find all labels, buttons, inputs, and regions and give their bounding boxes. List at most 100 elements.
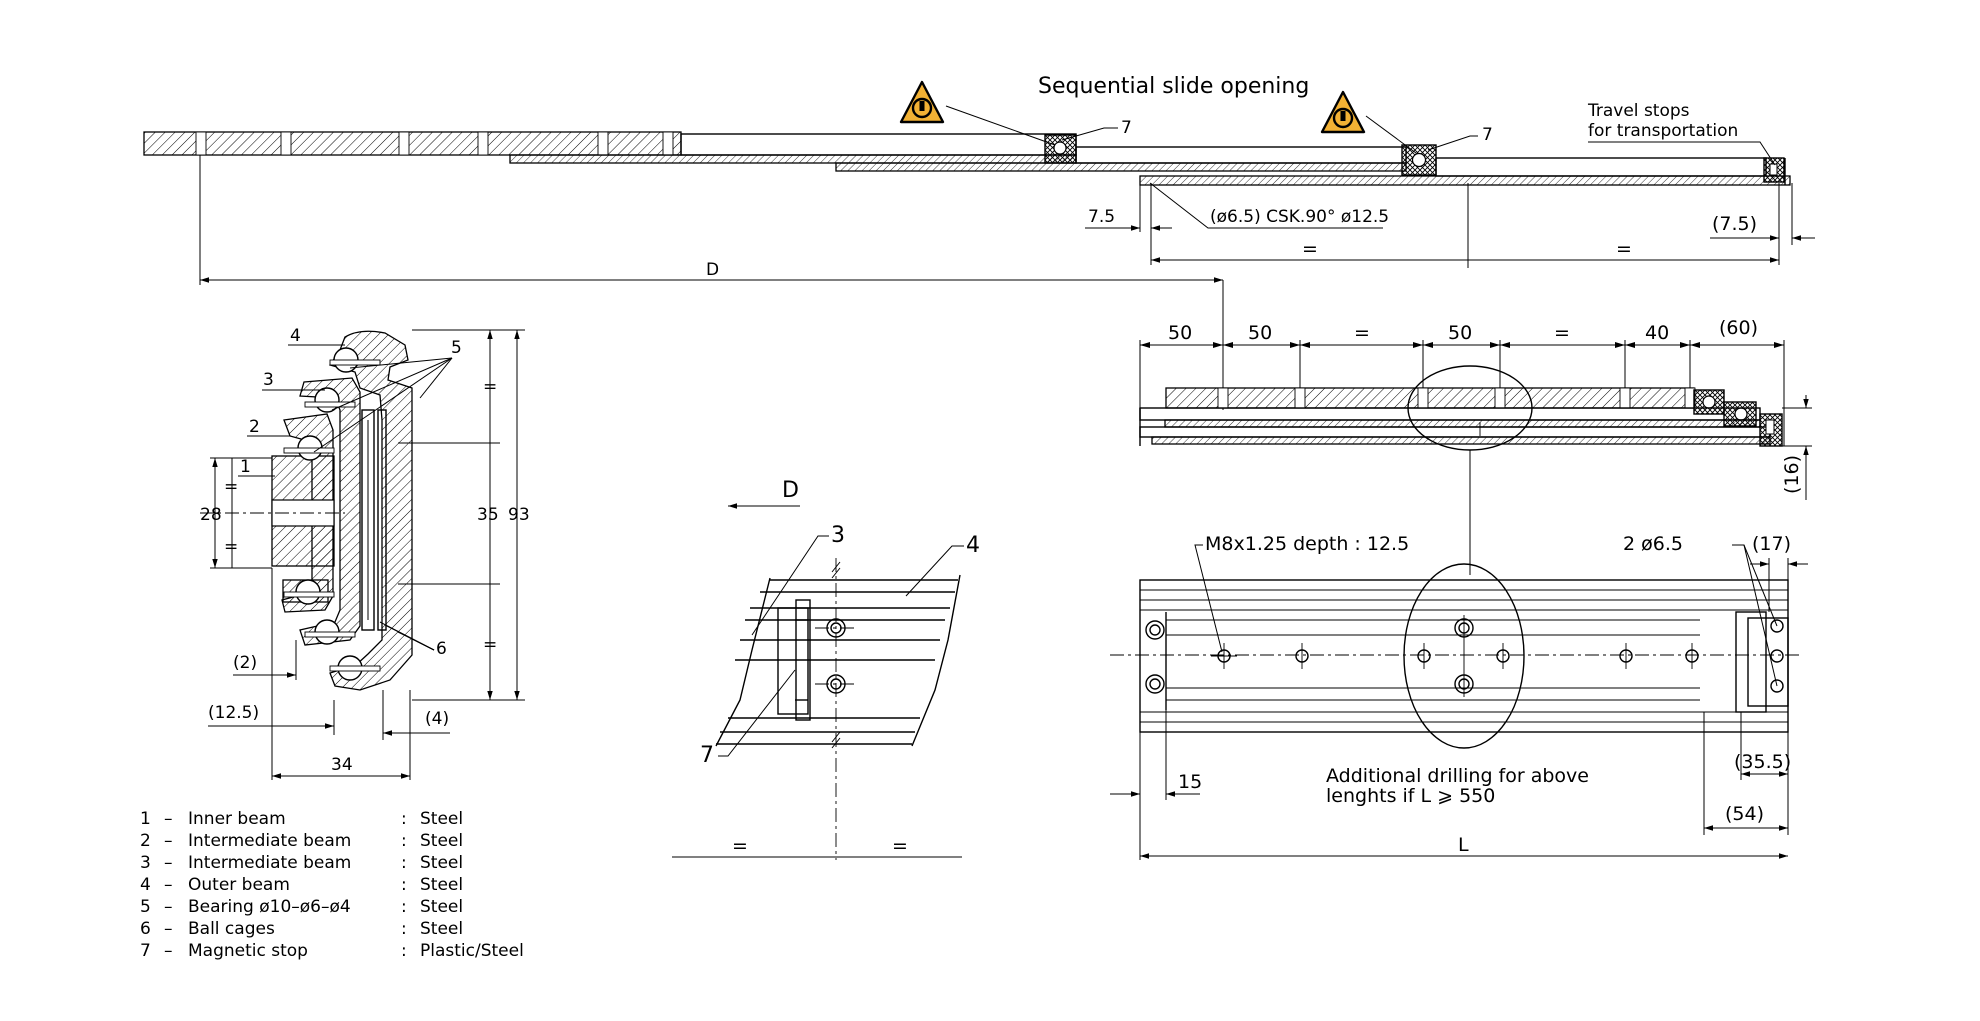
equal-right: = [1616,238,1632,260]
outer-beam-slots [195,131,674,156]
parts-list-material: Steel [420,919,463,939]
detail-equal-right: = [892,835,908,857]
parts-list-num: 1 [140,809,151,829]
parts-list-material: Plastic/Steel [420,941,524,961]
detail-equal-left: = [732,835,748,857]
parts-list-dash: – [164,853,173,873]
section-dim-34: 34 [331,755,353,775]
parts-list-material: Steel [420,897,463,917]
section-dim-12-5: (12.5) [208,703,259,723]
dimension-7-5-right: (7.5) [1712,213,1757,235]
parts-list-colon: : [401,809,407,829]
thread-spec: M8x1.25 depth : 12.5 [1205,533,1409,555]
pitch-equal-a: = [1354,322,1370,344]
parts-list-num: 3 [140,853,151,873]
dim-54: (54) [1725,803,1764,825]
detail-label-7: 7 [700,743,714,768]
parts-list-name: Intermediate beam [188,853,351,873]
magnet-warning-icon [899,80,945,124]
equal-left: = [1302,238,1318,260]
parts-list-name: Bearing ø10–ø6–ø4 [188,897,351,917]
callout-7-first: 7 [1121,118,1132,138]
height-16: (16) [1781,455,1803,494]
section-equal-b: = [224,537,238,557]
parts-list-material: Steel [420,853,463,873]
pitch-40: 40 [1645,322,1669,344]
section-dim-4: (4) [425,709,449,729]
section-equal-c: = [483,377,497,397]
travel-stops-line1: Travel stops [1587,101,1690,121]
dimension-d: D [706,260,719,280]
note-line1: Additional drilling for above [1326,765,1589,787]
section-label-6: 6 [436,639,447,659]
parts-list-num: 4 [140,875,151,895]
parts-list-material: Steel [420,831,463,851]
parts-list-colon: : [401,875,407,895]
length-l: L [1458,834,1469,856]
cross-section-view: 4 3 2 1 5 6 28 = = 35 93 = = [200,326,530,780]
section-dim-28: 28 [200,505,222,525]
pitch-50-c: 50 [1448,322,1472,344]
parts-list-name: Intermediate beam [188,831,351,851]
two-holes-spec: 2 ø6.5 [1623,533,1683,555]
dimension-7-5: 7.5 [1088,207,1115,227]
pitch-60: (60) [1719,317,1758,339]
parts-list-row: 7–Magnetic stop:Plastic/Steel [140,941,524,961]
detail-label-4: 4 [966,533,980,558]
section-pins [283,359,381,672]
parts-list-row: 1–Inner beam: Steel [140,809,463,829]
section-label-3: 3 [263,370,274,390]
pitch-50-b: 50 [1248,322,1272,344]
parts-list-dash: – [164,897,173,917]
parts-list-num: 2 [140,831,151,851]
parts-list-dash: – [164,941,173,961]
parts-list-num: 7 [140,941,151,961]
parts-list-dash: – [164,809,173,829]
parts-list-name: Inner beam [188,809,286,829]
rail-side-view: 50 50 = 50 = 40 (60) (16) [1139,317,1812,575]
parts-list-num: 5 [140,897,151,917]
callout-7-second: 7 [1482,125,1493,145]
plan-holes [1145,618,1784,694]
sequential-opening-view: Sequential slide opening [143,74,1815,410]
parts-list-row: 3–Intermediate beam: Steel [140,853,463,873]
detail-label-3: 3 [831,523,845,548]
parts-list-colon: : [401,941,407,961]
section-equal-a: = [224,477,238,497]
pitch-equal-b: = [1554,322,1570,344]
dim-15: 15 [1178,771,1202,793]
page-title: Sequential slide opening [1038,74,1309,99]
parts-list-name: Outer beam [188,875,290,895]
dim-17: (17) [1752,533,1791,555]
hole-spec: (ø6.5) CSK.90° ø12.5 [1210,207,1389,227]
note-line2: lenghts if L ⩾ 550 [1326,785,1495,807]
parts-list-dash: – [164,919,173,939]
detail-direction-d: D [782,478,799,503]
parts-list-colon: : [401,853,407,873]
section-label-4: 4 [290,326,301,346]
parts-list-num: 6 [140,919,151,939]
section-label-5: 5 [451,338,462,358]
travel-stops-line2: for transportation [1588,121,1738,141]
section-dim-2: (2) [233,653,257,673]
parts-list-material: Steel [420,809,463,829]
dim-35-5: (35.5) [1734,751,1791,773]
parts-list-dash: – [164,875,173,895]
section-label-2: 2 [249,417,260,437]
parts-list-dash: – [164,831,173,851]
parts-list-row: 5–Bearing ø10–ø6–ø4:Steel [140,897,463,917]
section-dim-93: 93 [508,505,530,525]
detail-d-view: D 3 4 7 = [672,478,980,860]
parts-list-material: Steel [420,875,463,895]
parts-list-colon: : [401,919,407,939]
rail-plan-view: M8x1.25 depth : 12.5 2 ø6.5 (17) (35.5) … [1110,533,1808,860]
pitch-50-a: 50 [1168,322,1192,344]
magnet-warning-icon [1320,90,1366,134]
parts-list-name: Ball cages [188,919,275,939]
parts-list-colon: : [401,831,407,851]
parts-list-row: 2–Intermediate beam: Steel [140,831,463,851]
parts-list-row: 4–Outer beam: Steel [140,875,463,895]
section-label-1: 1 [240,457,251,477]
